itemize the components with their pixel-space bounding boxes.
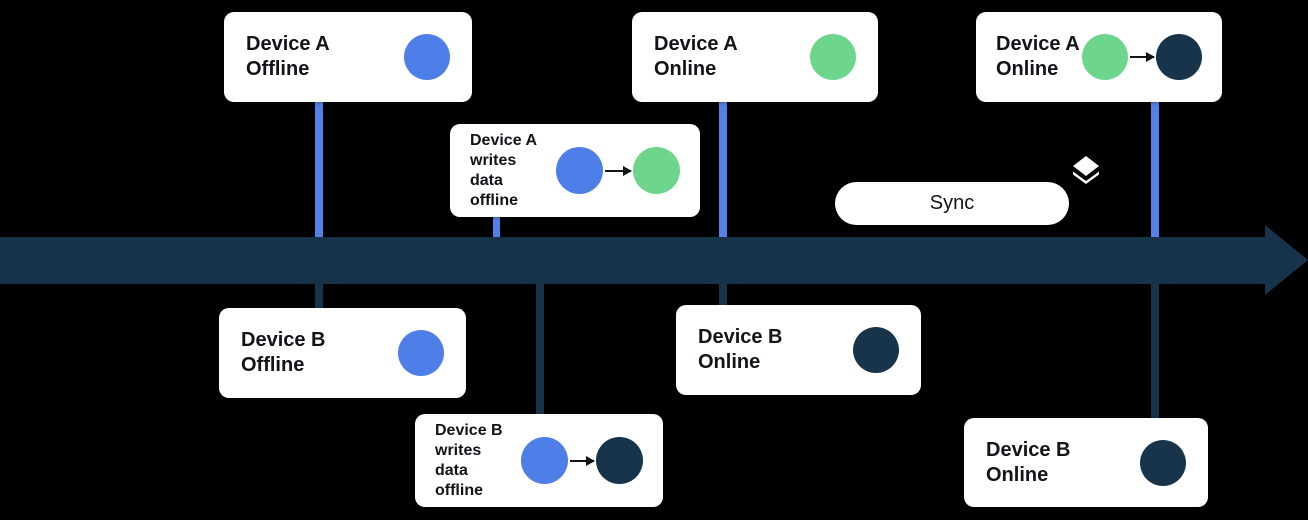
status-dot-navy xyxy=(596,437,643,484)
card-device-b-online-graphic xyxy=(853,327,899,373)
card-device-a-online-synced[interactable]: Device A Online xyxy=(976,12,1222,102)
status-dot-green xyxy=(810,34,856,80)
status-dot-navy xyxy=(1140,439,1186,486)
status-dot-blue xyxy=(398,330,444,376)
card-device-b-offline-label: Device B Offline xyxy=(241,329,326,376)
connector-device-b-writes-offline xyxy=(536,282,544,418)
card-device-a-online-synced-label: Device A Online xyxy=(996,33,1080,80)
card-device-b-writes-offline-label: Device B writes data offline xyxy=(435,421,503,499)
card-device-b-offline[interactable]: Device B Offline xyxy=(219,308,466,398)
card-device-b-online-synced-label: Device B Online xyxy=(986,438,1071,486)
connector-device-a-online xyxy=(719,100,727,240)
connector-device-a-offline xyxy=(315,100,323,240)
card-device-a-writes-offline[interactable]: Device A writes data offline xyxy=(450,124,700,217)
card-device-a-online-synced-graphic xyxy=(1082,34,1202,80)
connector-device-b-online xyxy=(719,282,727,306)
status-dot-navy xyxy=(853,327,899,373)
timeline-arrowhead-icon xyxy=(1265,225,1308,295)
sync-badge[interactable]: Sync xyxy=(835,182,1069,225)
card-device-a-writes-offline-label: Device A writes data offline xyxy=(470,131,537,209)
timeline xyxy=(0,225,1308,295)
card-device-a-offline-label: Device A Offline xyxy=(246,33,330,80)
card-device-a-writes-offline-graphic xyxy=(556,147,680,194)
status-dot-navy xyxy=(1156,34,1202,80)
connector-device-a-writes-offline xyxy=(493,216,500,241)
card-device-b-online-synced[interactable]: Device B Online xyxy=(964,418,1208,507)
card-device-b-online-synced-graphic xyxy=(1140,439,1186,486)
card-device-b-writes-offline-graphic xyxy=(521,437,643,484)
status-dot-green xyxy=(1082,34,1128,80)
layers-icon xyxy=(1068,152,1104,188)
status-dot-blue xyxy=(521,437,568,484)
card-device-a-online-label: Device A Online xyxy=(654,33,738,80)
card-device-a-online-graphic xyxy=(810,34,856,80)
card-device-a-offline[interactable]: Device A Offline xyxy=(224,12,472,102)
status-dot-blue xyxy=(404,34,450,80)
card-device-b-writes-offline[interactable]: Device B writes data offline xyxy=(415,414,663,507)
card-device-b-online-label: Device B Online xyxy=(698,326,783,373)
card-device-a-offline-graphic xyxy=(404,34,450,80)
transition-arrow-icon xyxy=(1130,52,1155,62)
transition-arrow-icon xyxy=(570,455,595,466)
card-device-b-online[interactable]: Device B Online xyxy=(676,305,921,395)
status-dot-green xyxy=(633,147,680,194)
connector-device-a-online-synced xyxy=(1151,100,1159,240)
card-device-b-offline-graphic xyxy=(398,330,444,376)
sync-label: Sync xyxy=(929,192,975,214)
status-dot-blue xyxy=(556,147,603,194)
card-device-a-online[interactable]: Device A Online xyxy=(632,12,878,102)
transition-arrow-icon xyxy=(605,165,632,176)
timeline-bar xyxy=(0,237,1274,284)
connector-device-b-offline xyxy=(315,282,323,310)
connector-device-b-online-synced xyxy=(1151,282,1159,422)
